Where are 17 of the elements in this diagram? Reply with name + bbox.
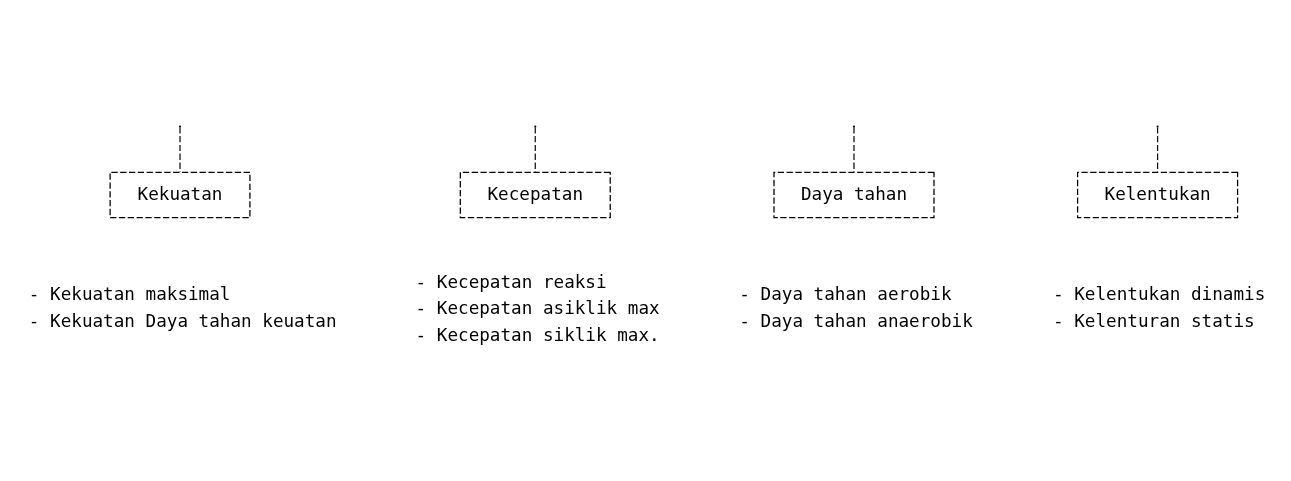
node-label: - Kelentukan dinamis	[1053, 284, 1266, 305]
connector	[1156, 126, 1159, 173]
node-label: - Daya tahan anaerobik	[739, 310, 973, 331]
node-label: - Daya tahan aerobik	[739, 284, 952, 305]
node-label: - Kecepatan asiklik max	[415, 298, 660, 319]
connector	[179, 126, 181, 173]
node-box: Kecepatan	[459, 171, 611, 219]
node-label: - Kekuatan maksimal	[28, 284, 231, 305]
node-box: Daya tahan	[773, 171, 935, 219]
connector	[853, 126, 855, 173]
node-label: - Kelenturan statis	[1053, 310, 1255, 331]
connector	[534, 126, 536, 173]
node-label: - Kecepatan siklik max.	[415, 324, 660, 345]
node-box: Kelentukan	[1076, 171, 1239, 219]
node-label: - Kecepatan reaksi	[415, 271, 607, 292]
node-box: Kekuatan	[109, 171, 251, 219]
node-label: - Kekuatan Daya tahan keuatan	[28, 310, 337, 331]
